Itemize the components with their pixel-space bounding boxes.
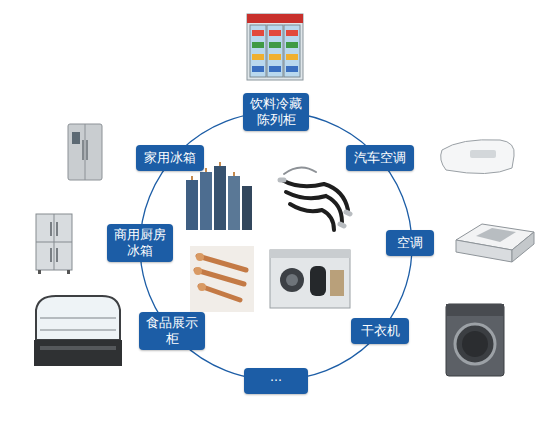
category-label: 饮料冷藏 陈列柜 bbox=[247, 96, 305, 128]
category-box: 饮料冷藏 陈列柜 bbox=[243, 93, 309, 131]
category-label: 商用厨房 冰箱 bbox=[111, 227, 169, 259]
category-box: 商用厨房 冰箱 bbox=[107, 224, 173, 262]
category-label: 食品展示 柜 bbox=[143, 315, 201, 347]
compressor-unit-image bbox=[270, 250, 350, 308]
copper-parts-image bbox=[190, 246, 254, 312]
category-label: 家用冰箱 bbox=[144, 150, 196, 166]
category-label: 空调 bbox=[397, 235, 423, 251]
home-fridge-image bbox=[68, 124, 102, 180]
car-ac-image bbox=[441, 140, 515, 174]
hose-assembly-image bbox=[280, 167, 350, 230]
category-box: 汽车空调 bbox=[346, 145, 414, 171]
category-box: 干衣机 bbox=[351, 318, 409, 344]
ceiling-ac-image bbox=[456, 224, 534, 262]
category-box: ··· bbox=[244, 368, 308, 394]
category-label: 汽车空调 bbox=[354, 150, 406, 166]
heat-exchanger-image bbox=[186, 162, 252, 230]
beverage-cooler-image bbox=[247, 14, 303, 80]
category-box: 食品展示 柜 bbox=[139, 312, 205, 350]
category-label: ··· bbox=[270, 373, 282, 389]
category-box: 空调 bbox=[386, 230, 434, 256]
category-box: 家用冰箱 bbox=[136, 145, 204, 171]
ring-circle bbox=[140, 112, 412, 380]
dryer-image bbox=[446, 304, 504, 376]
kitchen-fridge-image bbox=[36, 214, 72, 274]
food-display-case-image bbox=[34, 296, 122, 366]
category-label: 干衣机 bbox=[361, 323, 400, 339]
